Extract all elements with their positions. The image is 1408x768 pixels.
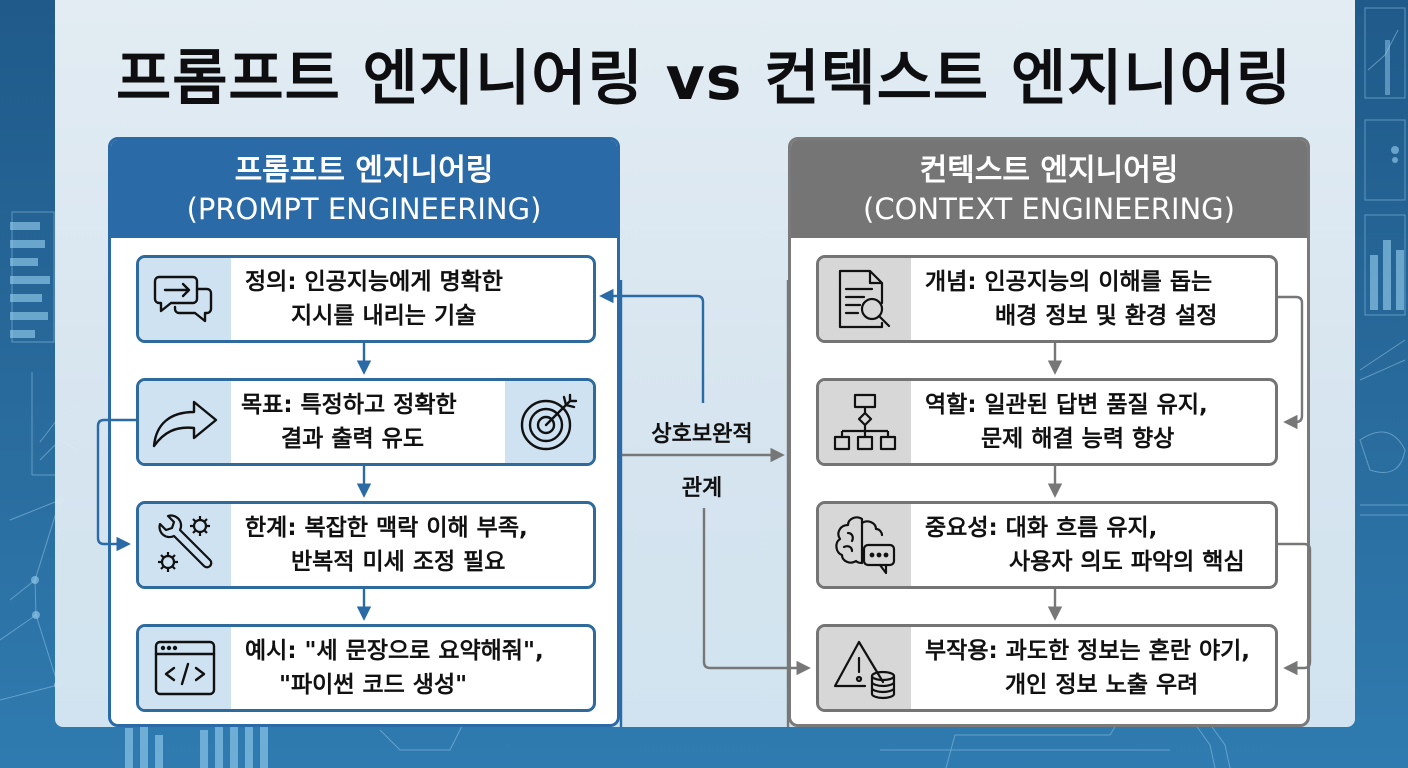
brain-chat-icon bbox=[819, 504, 911, 586]
context-engineering-header: 컨텍스트 엔지니어링 (CONTEXT ENGINEERING) bbox=[791, 140, 1307, 238]
target-icon bbox=[505, 381, 593, 463]
relation-label-line2: 관계 bbox=[681, 476, 723, 501]
curved-arrow-icon bbox=[139, 381, 231, 463]
context-title-ko: 컨텍스트 엔지니어링 bbox=[919, 153, 1179, 188]
prompt-title-en: (PROMPT ENGINEERING) bbox=[186, 192, 542, 226]
prompt-goal-line1: 목표: 특정하고 정확한 bbox=[241, 392, 457, 418]
wrench-gears-icon bbox=[139, 504, 231, 586]
prompt-definition-line2: 지시를 내리는 기술 bbox=[291, 303, 477, 329]
page-title: 프롬프트 엔지니어링 vs 컨텍스트 엔지니어링 bbox=[116, 44, 1292, 114]
prompt-limitation-line1: 한계: 복잡한 맥락 이해 부족, bbox=[245, 515, 528, 541]
prompt-goal-line2: 결과 출력 유도 bbox=[281, 426, 424, 452]
context-side-effect-card: 부작용: 과도한 정보는 혼란 야기, 개인 정보 노출 우려 bbox=[816, 624, 1278, 712]
context-role-line1: 역할: 일관된 답변 품질 유지, bbox=[925, 392, 1208, 418]
context-importance-card: 중요성: 대화 흐름 유지, 사용자 의도 파악의 핵심 bbox=[816, 501, 1278, 589]
prompt-limitation-line2: 반복적 미세 조정 필요 bbox=[291, 549, 506, 575]
prompt-example-line2: "파이썬 코드 생성" bbox=[279, 672, 468, 698]
context-importance-line2: 사용자 의도 파악의 핵심 bbox=[1009, 549, 1245, 575]
prompt-limitation-card: 한계: 복잡한 맥락 이해 부족, 반복적 미세 조정 필요 bbox=[136, 501, 596, 589]
context-concept-line2: 배경 정보 및 환경 설정 bbox=[995, 303, 1218, 329]
prompt-title-ko: 프롬프트 엔지니어링 bbox=[234, 153, 494, 188]
document-search-icon bbox=[819, 258, 911, 340]
context-concept-line1: 개념: 인공지능의 이해를 돕는 bbox=[925, 269, 1213, 295]
context-importance-line1: 중요성: 대화 흐름 유지, bbox=[925, 515, 1158, 541]
prompt-example-line1: 예시: "세 문장으로 요약해줘", bbox=[245, 638, 544, 664]
prompt-engineering-panel: 프롬프트 엔지니어링 (PROMPT ENGINEERING) 정의: 인공지능… bbox=[108, 137, 620, 727]
prompt-engineering-header: 프롬프트 엔지니어링 (PROMPT ENGINEERING) bbox=[111, 140, 617, 238]
context-side-effect-line2: 개인 정보 노출 우려 bbox=[1005, 672, 1199, 698]
chat-arrow-icon bbox=[139, 258, 231, 340]
context-role-line2: 문제 해결 능력 향상 bbox=[981, 426, 1175, 452]
context-concept-card: 개념: 인공지능의 이해를 돕는 배경 정보 및 환경 설정 bbox=[816, 255, 1278, 343]
prompt-definition-line1: 정의: 인공지능에게 명확한 bbox=[245, 269, 503, 295]
warning-database-icon bbox=[819, 627, 911, 709]
flowchart-icon bbox=[819, 381, 911, 463]
relation-label-line1: 상호보완적 bbox=[651, 422, 753, 447]
context-title-en: (CONTEXT ENGINEERING) bbox=[863, 192, 1235, 226]
context-role-card: 역할: 일관된 답변 품질 유지, 문제 해결 능력 향상 bbox=[816, 378, 1278, 466]
prompt-definition-card: 정의: 인공지능에게 명확한 지시를 내리는 기술 bbox=[136, 255, 596, 343]
code-window-icon bbox=[139, 627, 231, 709]
context-side-effect-line1: 부작용: 과도한 정보는 혼란 야기, bbox=[925, 638, 1251, 664]
context-engineering-panel: 컨텍스트 엔지니어링 (CONTEXT ENGINEERING) 개념: 인공지… bbox=[788, 137, 1310, 727]
prompt-example-card: 예시: "세 문장으로 요약해줘", "파이썬 코드 생성" bbox=[136, 624, 596, 712]
prompt-goal-card: 목표: 특정하고 정확한 결과 출력 유도 bbox=[136, 378, 596, 466]
